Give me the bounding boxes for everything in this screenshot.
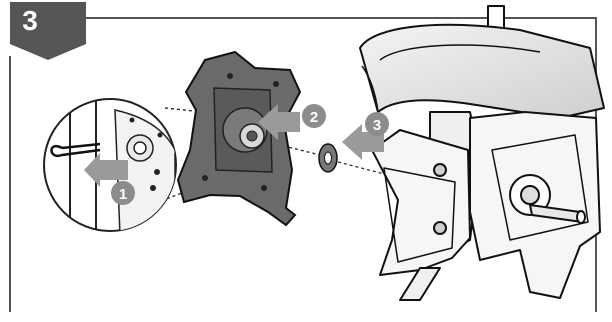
callout-2: 2	[302, 104, 326, 128]
tiller-frame-icon	[360, 6, 604, 300]
callout-3: 3	[365, 112, 389, 136]
callout-1: 1	[111, 181, 135, 205]
callout-2-label: 2	[310, 109, 318, 126]
washer-icon	[319, 144, 337, 172]
step-number: 3	[10, 4, 50, 38]
callout-1-label: 1	[119, 186, 127, 203]
tine-plate-icon	[178, 52, 300, 225]
callout-3-label: 3	[373, 117, 381, 134]
